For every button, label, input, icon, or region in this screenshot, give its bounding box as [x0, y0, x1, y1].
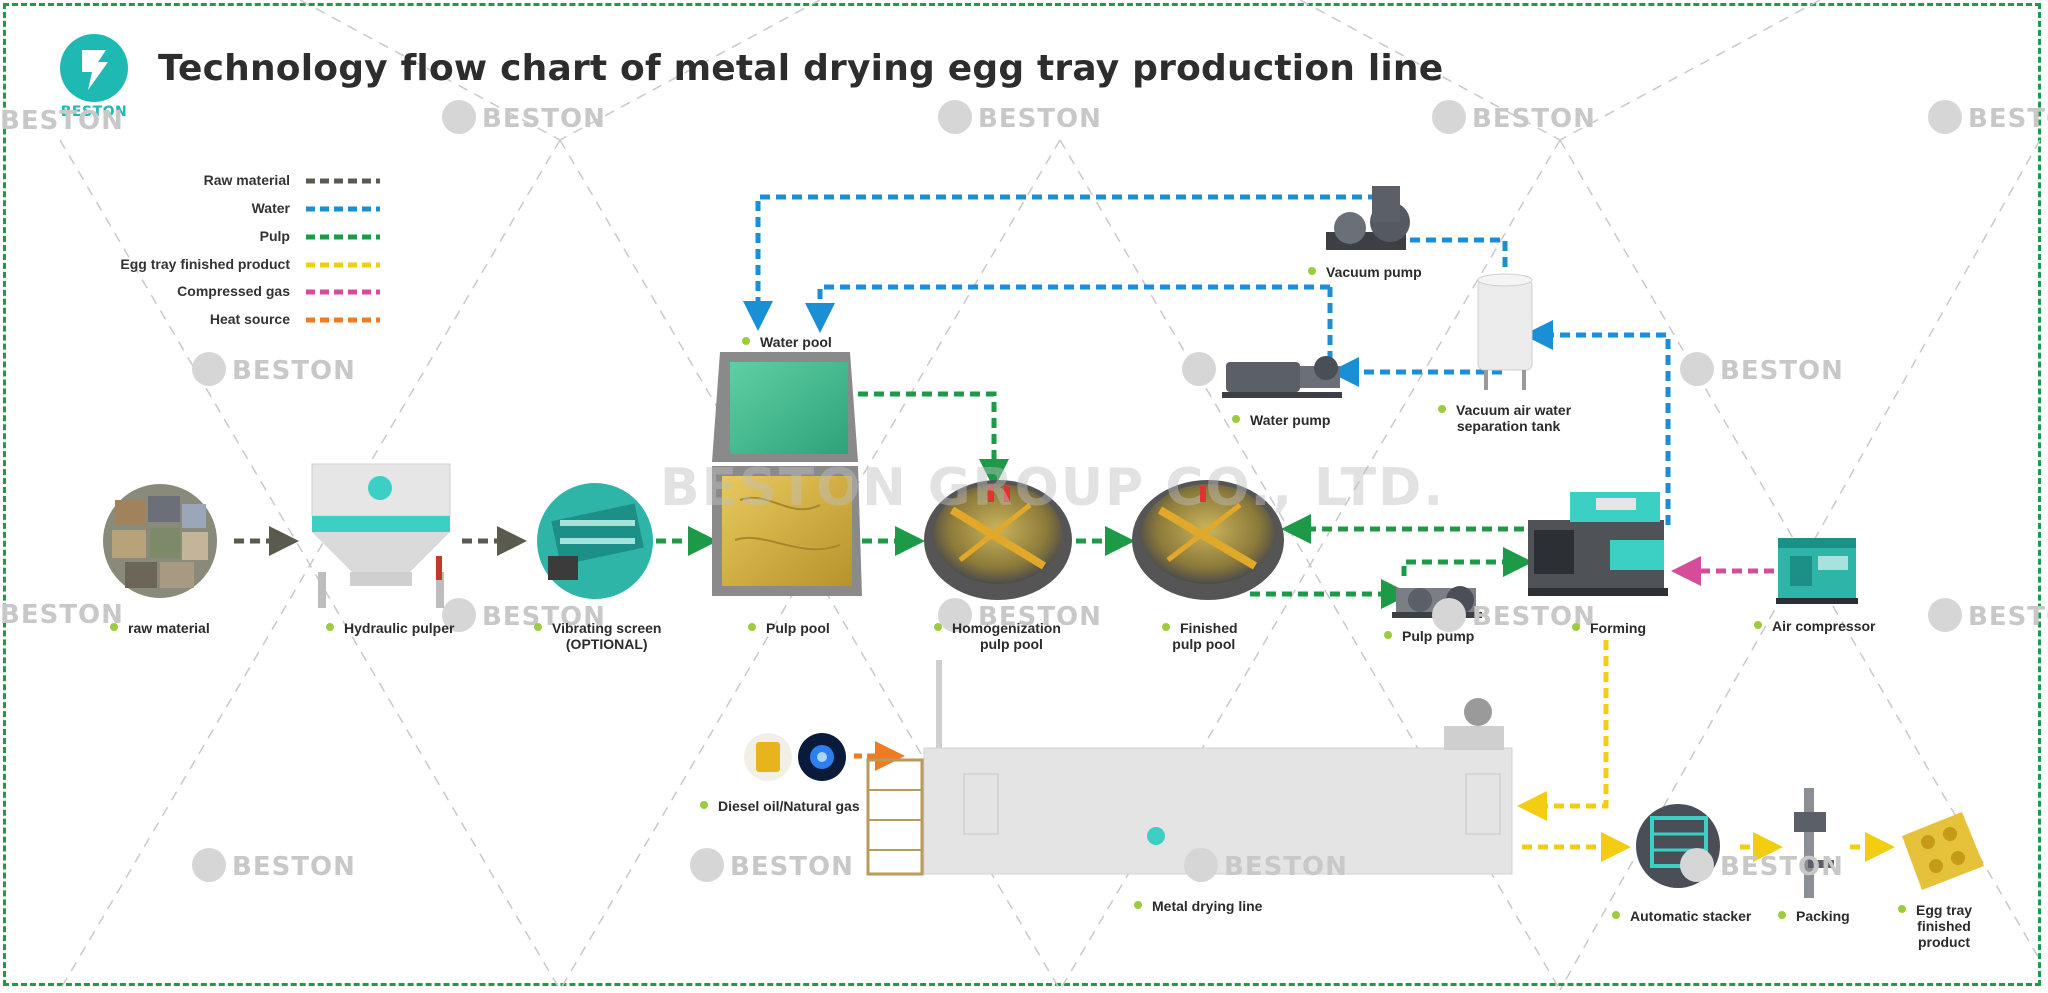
watermark: BESTON	[1928, 598, 2048, 632]
label-automatic-stacker: Automatic stacker	[1612, 908, 1751, 924]
bullet-dot	[1384, 631, 1392, 639]
bullet-dot	[742, 337, 750, 345]
watermark-logo-icon	[1182, 352, 1216, 386]
label-packing: Packing	[1778, 908, 1850, 924]
watermark-logo-icon	[442, 598, 476, 632]
bullet-dot	[1232, 415, 1240, 423]
bullet-dot	[110, 623, 118, 631]
bullet-dot	[1754, 621, 1762, 629]
label-fuel: Diesel oil/Natural gas	[700, 798, 860, 814]
legend-compressed-gas: Compressed gas	[177, 283, 290, 299]
hydraulic-pulper-graphic	[311, 463, 451, 608]
watermark: BESTON	[0, 600, 124, 630]
page-title: Technology flow chart of metal drying eg…	[158, 48, 1444, 89]
legend-swatches	[306, 178, 380, 323]
watermark: BESTON	[1184, 848, 1348, 882]
watermark: BESTON	[192, 352, 356, 386]
legend-heat-source: Heat source	[209, 311, 290, 327]
label-vacuum-pump: Vacuum pump	[1308, 264, 1422, 280]
label-vibrating-screen: Vibrating screen(OPTIONAL)	[534, 620, 661, 652]
bullet-dot	[1612, 911, 1620, 919]
bullet-dot	[748, 623, 756, 631]
bullet-dot	[700, 801, 708, 809]
watermark-logo-icon	[1928, 598, 1962, 632]
egg-tray-product-graphic	[1902, 812, 1984, 890]
watermark: BESTON	[192, 848, 356, 882]
packing-graphic	[1794, 788, 1834, 898]
watermark: BESTON	[690, 848, 854, 882]
brand-name: BESTON	[60, 104, 128, 120]
bullet-dot	[1572, 623, 1580, 631]
watermark: BESTON	[442, 598, 606, 632]
vacuum-pump-graphic	[1326, 186, 1410, 250]
homogenization-pool-graphic	[924, 480, 1072, 600]
watermark: BESTON	[938, 598, 1102, 632]
watermark-logo-icon	[938, 598, 972, 632]
watermark: BESTON	[442, 100, 606, 134]
water-and-pulp-pools-graphic	[712, 352, 862, 596]
watermark: BESTON	[1432, 100, 1596, 134]
air-compressor-graphic	[1776, 538, 1858, 604]
label-drying-line: Metal drying line	[1134, 898, 1262, 914]
watermark-logo-icon	[1928, 100, 1962, 134]
label-raw-material: raw material	[110, 620, 210, 636]
metal-drying-line-graphic	[866, 660, 1513, 876]
raw-material-graphic	[103, 484, 217, 598]
watermark-logo-icon	[192, 352, 226, 386]
label-air-compressor: Air compressor	[1754, 618, 1875, 634]
bullet-dot	[326, 623, 334, 631]
pulp-flow	[656, 391, 1533, 609]
watermark-logo-icon	[442, 100, 476, 134]
bullet-dot	[1162, 623, 1170, 631]
finished-product-flow	[1517, 640, 1895, 862]
watermark: BESTON	[1928, 100, 2048, 134]
watermark-logo-icon	[192, 848, 226, 882]
label-water-pump: Water pump	[1232, 412, 1330, 428]
bullet-dot	[1134, 901, 1142, 909]
watermark-logo-icon	[690, 848, 724, 882]
company-watermark: BESTON GROUP CO., LTD.	[660, 458, 1446, 518]
legend-pulp: Pulp	[259, 228, 290, 244]
watermark: BESTON	[1680, 848, 1844, 882]
label-forming: Forming	[1572, 620, 1646, 636]
label-pulp-pump: Pulp pump	[1384, 628, 1474, 644]
watermark: BESTON	[0, 106, 124, 136]
bullet-dot	[934, 623, 942, 631]
label-hydraulic-pulper: Hydraulic pulper	[326, 620, 454, 636]
bullet-dot	[534, 623, 542, 631]
watermark: BESTON	[938, 100, 1102, 134]
fuel-graphic	[744, 733, 846, 781]
beston-logo-icon	[60, 34, 128, 102]
bullet-dot	[1438, 405, 1446, 413]
legend-raw-material: Raw material	[203, 172, 290, 188]
legend-water: Water	[251, 200, 290, 216]
vibrating-screen-graphic	[537, 483, 653, 599]
watermark	[1182, 352, 1222, 386]
bullet-dot	[1898, 905, 1906, 913]
forming-machine-graphic	[1528, 492, 1668, 596]
watermark-logo-icon	[1680, 848, 1714, 882]
watermark-logo-icon	[1184, 848, 1218, 882]
watermark-logo-icon	[1432, 598, 1466, 632]
watermark: BESTON	[1680, 352, 1844, 386]
finished-pulp-pool-graphic	[1132, 480, 1284, 600]
separation-tank-graphic	[1477, 273, 1533, 390]
bullet-dot	[1778, 911, 1786, 919]
watermark-logo-icon	[1432, 100, 1466, 134]
label-pulp-pool: Pulp pool	[748, 620, 830, 636]
water-flow	[743, 194, 1671, 525]
dashed-frame	[3, 3, 2041, 986]
bullet-dot	[1308, 267, 1316, 275]
watermark-logo-icon	[938, 100, 972, 134]
water-pump-graphic	[1222, 356, 1342, 398]
legend-egg-tray: Egg tray finished product	[120, 256, 290, 272]
watermark-logo-icon	[1680, 352, 1714, 386]
label-water-pool: Water pool	[742, 334, 832, 350]
